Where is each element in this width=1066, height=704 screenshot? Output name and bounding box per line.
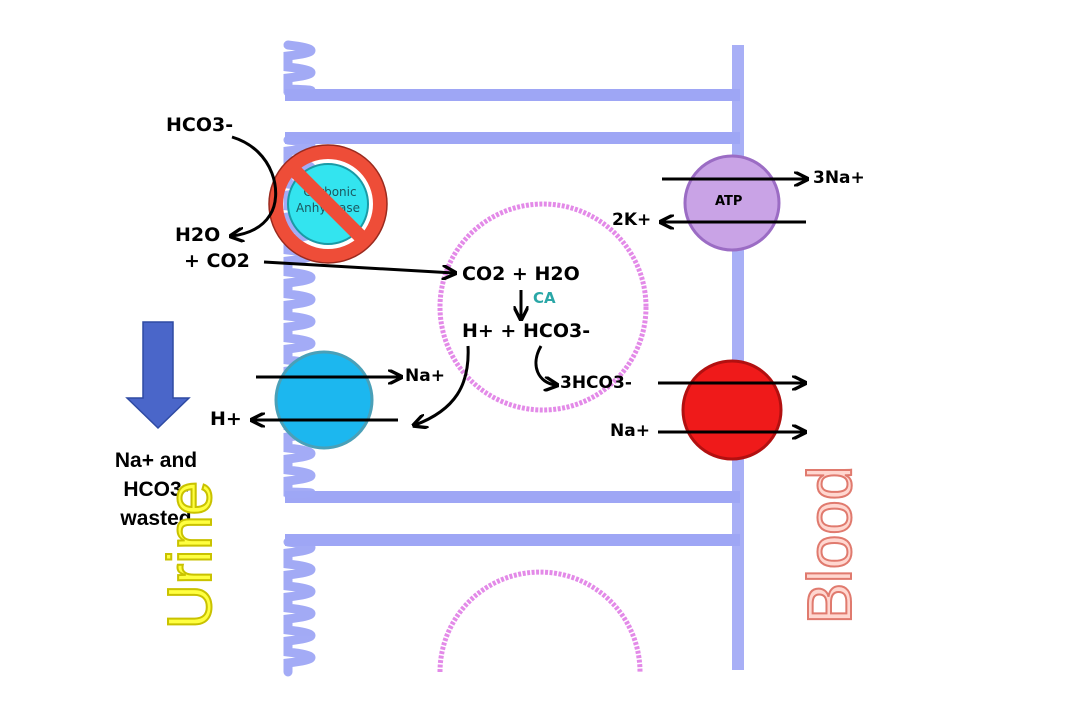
lower-nucleus [437, 569, 643, 673]
wasted-note: Na+ and HCO3- wasted [96, 446, 216, 533]
h2o-label: H2O [175, 224, 221, 246]
na-apical-label: Na+ [405, 366, 445, 386]
h-hco3-label: H+ + HCO3- [462, 320, 591, 342]
urine-label: Urine [155, 480, 226, 630]
three-na-label: 3Na+ [813, 168, 865, 188]
co2-entry-arrow [263, 260, 454, 273]
wasted-note-line3: wasted [120, 507, 192, 530]
three-hco3-label: 3HCO3- [560, 373, 632, 393]
h-release-arrow [415, 345, 470, 425]
microvilli-segment [283, 537, 316, 677]
na-h-exchanger [274, 350, 374, 450]
nucleus [437, 201, 649, 413]
ca-label: CA [533, 289, 556, 307]
h-out-label: H+ [210, 408, 242, 430]
blood-label: Blood [795, 465, 866, 626]
two-k-label: 2K+ [612, 210, 652, 230]
hco3-to-h2o-arrow [232, 135, 278, 236]
co2-h2o-label: CO2 + H2O [462, 263, 580, 285]
hco3-label: HCO3- [166, 114, 234, 136]
microvilli-segment [283, 40, 316, 97]
hco3-to-basolateral-arrow [534, 345, 556, 385]
wasted-note-line2: HCO3- [123, 478, 189, 501]
atp-label: ATP [715, 194, 743, 209]
na-hco3-cotransporter [681, 359, 783, 461]
co2-label: + CO2 [184, 250, 250, 272]
wasted-note-line1: Na+ and [114, 449, 198, 472]
down-arrow-icon [125, 321, 191, 430]
na-basolateral-label: Na+ [610, 421, 650, 441]
